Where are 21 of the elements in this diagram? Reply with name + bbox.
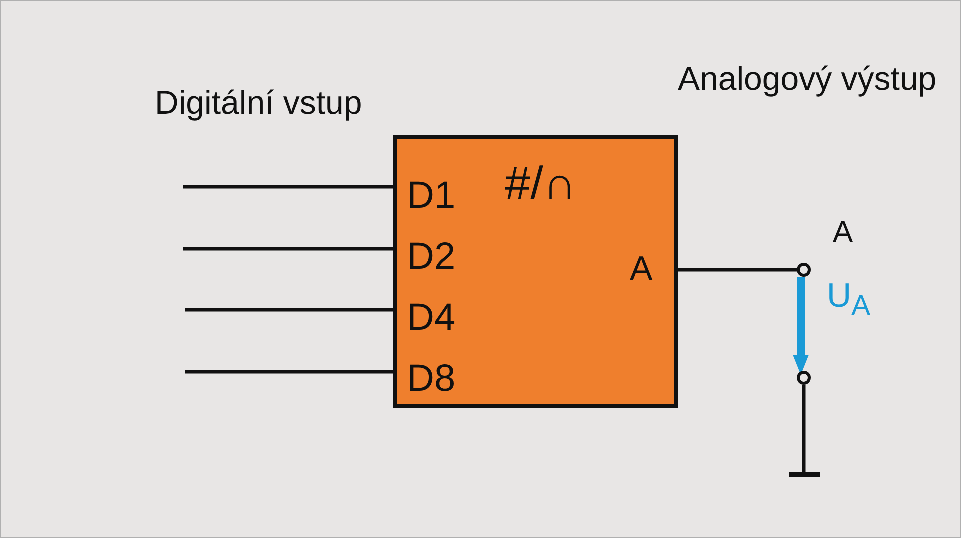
wire [183, 185, 395, 189]
terminal-label: A [833, 218, 854, 248]
voltage-arrow [793, 277, 809, 375]
pin-label: D8 [407, 360, 456, 398]
wire [185, 308, 395, 312]
converter-symbol: #/∩ [505, 160, 576, 206]
wire [678, 268, 797, 272]
pin-label: D1 [407, 177, 456, 215]
voltage-label: U$_{A}$ [827, 279, 870, 320]
terminal-circle [797, 263, 811, 277]
wire [183, 247, 395, 251]
section-heading: Analogový výstup [678, 62, 937, 95]
ground-symbol [789, 472, 820, 477]
wire [185, 370, 395, 374]
converter-block [393, 135, 678, 408]
section-heading: Digitální vstup [155, 86, 362, 119]
pin-label: D4 [407, 299, 456, 337]
terminal-circle [797, 371, 811, 385]
pin-label: D2 [407, 238, 456, 276]
wire [802, 385, 806, 472]
pin-label: A [630, 252, 653, 286]
